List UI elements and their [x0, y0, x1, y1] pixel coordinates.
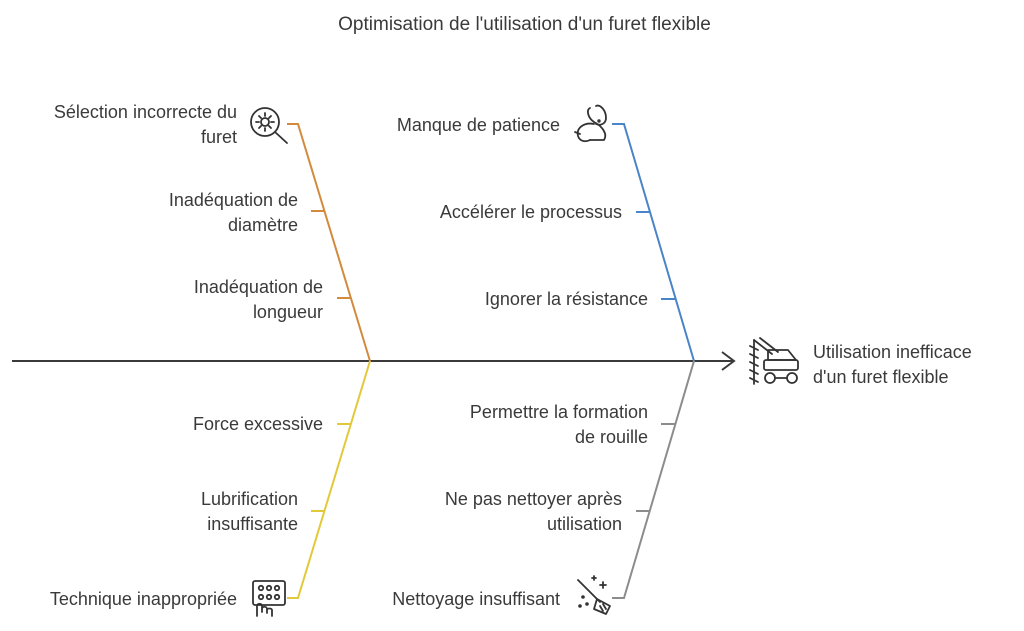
cause-line-1: Force excessive: [192, 414, 323, 434]
gear-magnifier-icon: [250, 107, 288, 144]
rabbit-icon: [574, 104, 607, 143]
cause-line-1: Accélérer le processus: [439, 202, 622, 222]
cause-diametre: Inadéquation de diamètre: [169, 188, 298, 238]
category-head-selection: Sélection incorrecte du furet: [54, 100, 237, 150]
cause-line-2: longueur: [252, 302, 323, 322]
bone-patience: [612, 123, 695, 362]
cause-line-2: insuffisante: [207, 514, 298, 534]
category-head-patience: Manque de patience: [397, 113, 560, 138]
cause-line-1: Lubrification: [200, 489, 298, 509]
category-head-line-2: furet: [200, 127, 237, 147]
cause-line-2: diamètre: [227, 215, 298, 235]
bone-selection: [287, 123, 371, 362]
hand-keypad-icon: [252, 580, 286, 617]
category-head-line-1: Technique inappropriée: [49, 589, 237, 609]
cause-line-2: de rouille: [574, 427, 648, 447]
bone-line-selection: [287, 123, 371, 362]
category-head-line-1: Manque de patience: [396, 115, 560, 135]
effect-line-1: Utilisation inefficace: [813, 342, 972, 362]
broom-sparkle-icon: [577, 575, 611, 615]
cause-ne-pas-nettoyer: Ne pas nettoyer après utilisation: [445, 487, 622, 537]
cause-line-1: Inadéquation de: [168, 190, 298, 210]
effect-line-2: d'un furet flexible: [813, 367, 949, 387]
cause-line-1: Ignorer la résistance: [484, 289, 648, 309]
cause-longueur: Inadéquation de longueur: [194, 275, 323, 325]
diagram-title: Optimisation de l'utilisation d'un furet…: [338, 14, 711, 35]
cause-line-1: Inadéquation de: [193, 277, 323, 297]
category-head-technique: Technique inappropriée: [50, 587, 237, 612]
cause-force: Force excessive: [193, 412, 323, 437]
bone-nettoyage: [612, 360, 695, 599]
bone-line-technique: [287, 360, 371, 599]
bone-line-patience: [612, 123, 695, 362]
cause-rouille: Permettre la formation de rouille: [470, 400, 648, 450]
spine-arrowhead: [721, 351, 736, 371]
cause-line-2: utilisation: [546, 514, 622, 534]
cause-lubrification: Lubrification insuffisante: [201, 487, 298, 537]
cause-line-1: Ne pas nettoyer après: [444, 489, 622, 509]
category-head-line-1: Nettoyage insuffisant: [392, 589, 560, 609]
bone-line-nettoyage: [612, 360, 695, 599]
cause-resistance: Ignorer la résistance: [485, 287, 648, 312]
cause-accelerer: Accélérer le processus: [440, 200, 622, 225]
bone-technique: [287, 360, 371, 599]
cause-line-1: Permettre la formation: [469, 402, 648, 422]
category-head-line-1: Sélection incorrecte du: [53, 102, 237, 122]
category-head-nettoyage: Nettoyage insuffisant: [392, 587, 560, 612]
auger-machine-icon: [749, 337, 799, 385]
effect-label: Utilisation inefficace d'un furet flexib…: [813, 340, 972, 390]
